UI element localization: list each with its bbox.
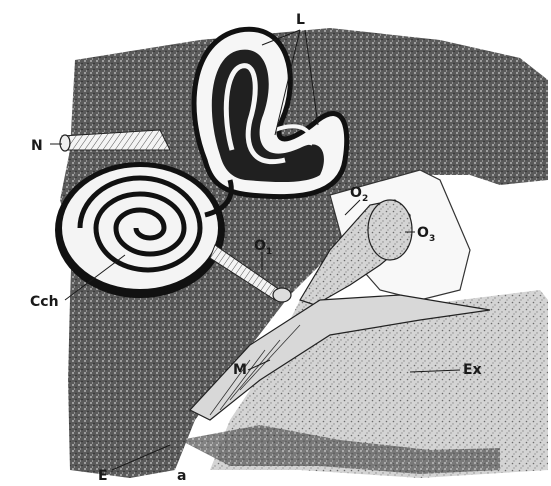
label-O1: O [254,238,266,254]
label-Ex: Ex [463,362,482,378]
label-O3-subscript: 3 [429,234,435,244]
label-O2: O [350,185,362,201]
label-O1-subscript: 1 [266,247,272,257]
label-a: a [177,468,186,484]
label-O3: O [417,225,429,241]
label-N: N [31,138,43,154]
label-Cch: Cch [30,294,59,310]
label-E: E [98,468,108,484]
label-L: L [296,12,305,28]
label-O2-subscript: 2 [362,194,368,204]
label-M: M [233,362,247,378]
